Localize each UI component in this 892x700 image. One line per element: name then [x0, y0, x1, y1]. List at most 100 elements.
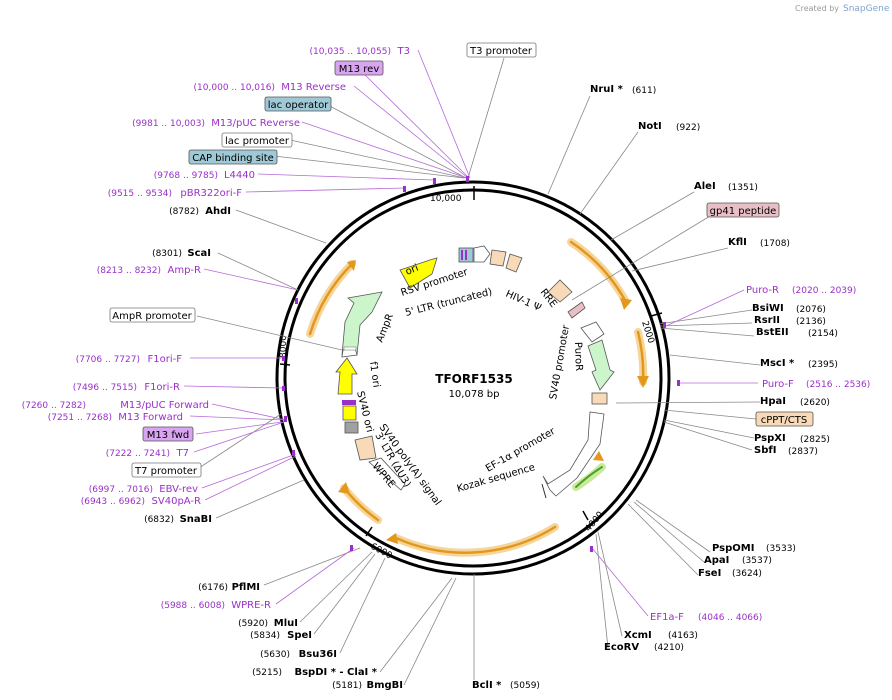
enzyme-hpai: HpaI	[760, 396, 786, 407]
primer-pbr322ori-f: pBR322ori-F	[180, 188, 242, 199]
enzyme-bsteii: BstEII	[756, 327, 789, 338]
primer-wpre-r: WPRE-R	[231, 600, 271, 611]
enzyme-pflmi: PflMI	[232, 582, 260, 593]
primer-wpre-r-pos: (5988 .. 6008)	[161, 601, 225, 611]
enzyme-noti: NotI	[638, 121, 662, 132]
primer-ef1a-f: EF1a-F	[650, 612, 684, 623]
enzyme-msci: MscI *	[760, 358, 795, 369]
primer-m13-reverse: M13 Reverse	[281, 82, 346, 93]
enzyme-bmgbi-pos: (5181)	[332, 681, 362, 691]
tick-10000: 10,000	[430, 194, 462, 204]
primer-m13-puc-forward: M13/pUC Forward	[120, 400, 209, 411]
enzyme-alei-pos: (1351)	[728, 183, 758, 193]
enzyme-nrui-pos: (611)	[632, 86, 656, 96]
primer-amp-r: Amp-R	[168, 265, 202, 276]
enzyme-bcli-pos: (5059)	[510, 681, 540, 691]
enzyme-nrui: NruI *	[590, 84, 624, 95]
feature-f1-ori: f1 ori	[367, 361, 382, 388]
primer-f1ori-f: F1ori-F	[148, 354, 183, 365]
enzyme-sbfi: SbfI	[754, 445, 776, 456]
primer-markers	[282, 176, 680, 552]
enzyme-scai-pos: (8301)	[152, 249, 182, 259]
enzyme-bsiwi-pos: (2076)	[796, 305, 826, 315]
primer-m13-puc-reverse-pos: (9981 .. 10,003)	[132, 119, 205, 129]
primer-t7: T7	[176, 448, 189, 459]
enzyme-sbfi-pos: (2837)	[788, 447, 818, 457]
label-gp41-peptide: gp41 peptide	[710, 206, 777, 217]
primer-t3: T3	[397, 46, 410, 57]
enzyme-ahdi-pos: (8782)	[169, 207, 199, 217]
label-ampr-promoter: AmpR promoter	[112, 311, 192, 322]
primer-t7-pos: (7222 .. 7241)	[106, 449, 170, 459]
enzyme-pspxi: PspXI	[754, 433, 786, 444]
enzyme-pspomi: PspOMI	[712, 543, 754, 554]
snapgene-logo: SnapGene	[843, 4, 890, 14]
primer-m13-forward: M13 Forward	[118, 412, 183, 423]
primer-puro-r: Puro-R	[746, 285, 779, 296]
tick-marks	[279, 186, 663, 537]
primer-puro-r-pos: (2020 .. 2039)	[792, 286, 856, 296]
primer-m13-puc-forward-pos: (7260 .. 7282)	[22, 401, 86, 411]
enzyme-xcmi-pos: (4163)	[668, 631, 698, 641]
primer-f1ori-r-pos: (7496 .. 7515)	[73, 383, 137, 393]
label-cap-binding-site: CAP binding site	[192, 153, 274, 164]
enzyme-msci-pos: (2395)	[808, 360, 838, 370]
primer-pbr322ori-f-pos: (9515 .. 9534)	[108, 189, 172, 199]
enzyme-ecorv-pos: (4210)	[654, 643, 684, 653]
enzyme-ecorv: EcoRV	[604, 642, 639, 653]
enzyme-scai: ScaI	[187, 248, 211, 259]
enzyme-rsrii: RsrII	[754, 315, 780, 326]
primer-l4440-pos: (9768 .. 9785)	[154, 171, 218, 181]
enzyme-bcli: BclI *	[472, 680, 502, 691]
enzyme-kfli-pos: (1708)	[760, 239, 790, 249]
primer-ebv-rev-pos: (6997 .. 7016)	[89, 485, 153, 495]
feature-hiv-psi: HIV-1 Ψ	[504, 289, 543, 314]
plasmid-length: 10,078 bp	[449, 389, 500, 400]
enzyme-mlui-pos: (5920)	[238, 619, 268, 629]
primer-puro-f: Puro-F	[762, 379, 794, 390]
enzyme-ahdi: AhdI	[205, 206, 231, 217]
backbone-outer	[275, 180, 671, 576]
primer-m13-reverse-pos: (10,000 .. 10,016)	[194, 83, 275, 93]
label-m13-rev: M13 rev	[339, 64, 380, 75]
label-lac-operator: lac operator	[268, 100, 329, 111]
enzyme-spei: SpeI	[287, 630, 312, 641]
created-by-text: Created by	[795, 4, 839, 13]
feature-puror: PuroR	[572, 342, 584, 372]
enzyme-kfli: KflI	[728, 237, 747, 248]
enzyme-apai: ApaI	[704, 555, 729, 566]
label-m13-fwd: M13 fwd	[147, 430, 189, 441]
enzyme-snabi-pos: (6832)	[144, 515, 174, 525]
primer-puro-f-pos: (2516 .. 2536)	[806, 380, 870, 390]
backbone-inner	[283, 188, 663, 568]
orange-arrowheads	[338, 260, 649, 544]
feature-sv40-promoter-right: SV40 promoter	[548, 323, 572, 400]
primer-sv40pa-r: SV40pA-R	[152, 496, 201, 507]
primer-m13-puc-reverse: M13/pUC Reverse	[211, 118, 300, 129]
leader-lines	[183, 49, 761, 686]
primer-ebv-rev: EBV-rev	[159, 484, 198, 495]
enzyme-alei: AleI	[694, 181, 716, 192]
tick-6000: 6000	[369, 542, 394, 562]
primer-m13-forward-pos: (7251 .. 7268)	[48, 413, 112, 423]
enzyme-pflmi-pos: (6176)	[198, 583, 228, 593]
enzyme-noti-pos: (922)	[676, 123, 700, 133]
feature-ori: ori	[404, 263, 420, 278]
plasmid-name: TFORF1535	[435, 372, 512, 386]
enzyme-apai-pos: (3537)	[742, 556, 772, 566]
enzyme-pspomi-pos: (3533)	[766, 544, 796, 554]
enzyme-mlui: MluI	[274, 618, 298, 629]
enzyme-bsu36i-pos: (5630)	[260, 650, 290, 660]
primer-f1ori-r: F1ori-R	[144, 382, 180, 393]
enzyme-bsu36i: Bsu36I	[299, 649, 337, 660]
enzyme-bsiwi: BsiWI	[752, 303, 784, 314]
primer-t3-pos: (10,035 .. 10,055)	[310, 47, 391, 57]
primer-amp-r-pos: (8213 .. 8232)	[97, 266, 161, 276]
enzyme-hpai-pos: (2620)	[800, 398, 830, 408]
enzyme-bsteii-pos: (2154)	[808, 329, 838, 339]
enzyme-snabi: SnaBI	[180, 514, 212, 525]
label-cppt-cts: cPPT/CTS	[761, 415, 807, 426]
enzyme-bspdi-clai-pos: (5215)	[252, 668, 282, 678]
enzyme-pspxi-pos: (2825)	[800, 435, 830, 445]
